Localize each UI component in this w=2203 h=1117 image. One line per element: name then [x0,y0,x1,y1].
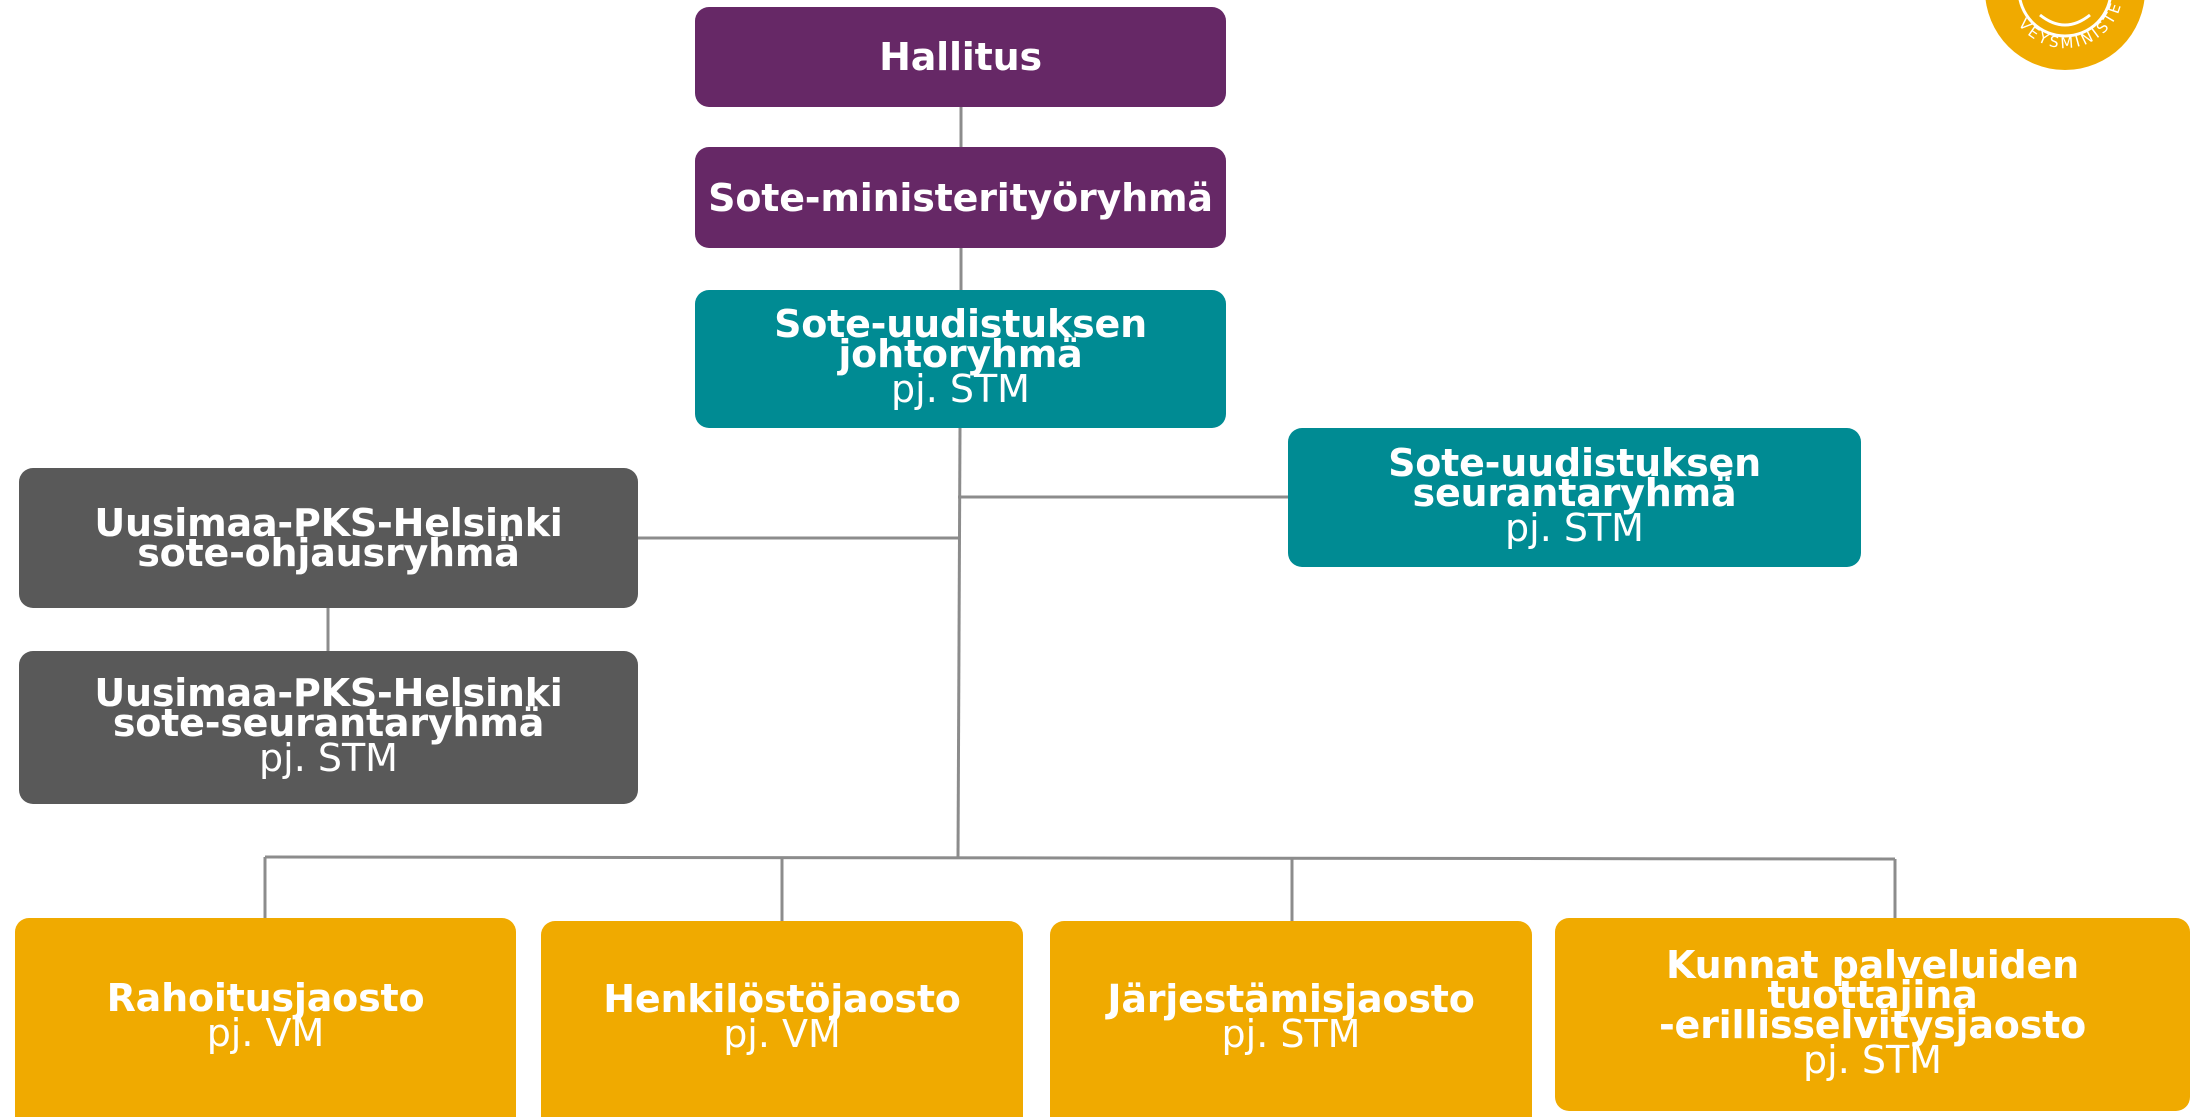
node-title-line: seurantaryhmä [1412,470,1737,515]
node-title-line: sote-ohjausryhmä [137,531,520,575]
node-rahoitusjaosto: Rahoitusjaosto pj. VM [15,918,516,1117]
node-sote-ministerityoryhma: Sote-ministerityöryhmä [695,147,1226,248]
connector-bottom-bar [264,855,1896,861]
node-title-line: Sote-uudistuksen [774,302,1147,346]
node-title-line: sote-seurantaryhmä [112,700,545,745]
node-title-line: Uusimaa-PKS-Helsinki [94,670,563,715]
node-title: Järjestämisjaosto [1107,977,1475,1021]
node-chair: pj. VM [206,1010,325,1055]
node-title-line: Sote-ministerityöryhmä [708,175,1213,220]
node-sote-johtoryhma: Sote-uudistuksen johtoryhmä pj. STM [695,290,1226,428]
node-uusimaa-seurantaryhma: Uusimaa-PKS-Helsinki sote-seurantaryhmä … [19,651,638,804]
node-title-line: Uusimaa-PKS-Helsinki [94,501,563,545]
node-chair: pj. STM [1505,505,1644,550]
node-title-line: -erillisselvitysjaosto [1658,1002,2087,1047]
node-sote-seurantaryhma: Sote-uudistuksen seurantaryhmä pj. STM [1288,428,1861,567]
node-uusimaa-ohjausryhma: Uusimaa-PKS-Helsinki sote-ohjausryhmä [19,468,638,608]
node-title: Kunnat palveluiden tuottajina -erillisse… [1658,942,2087,1047]
node-title: Sote-ministerityöryhmä [708,175,1213,220]
node-title-line: johtoryhmä [838,332,1083,376]
node-title: Sote-uudistuksen seurantaryhmä [1388,440,1761,515]
node-title-line: Sote-uudistuksen [1388,440,1761,485]
node-hallitus: Hallitus [695,7,1226,107]
node-title-line: tuottajina [1767,972,1978,1017]
node-title: Henkilöstöjaosto [603,977,961,1021]
node-title-line: Järjestämisjaosto [1107,977,1475,1021]
node-title: Sote-uudistuksen johtoryhmä [774,302,1147,376]
node-kunnat-erillisselvitysjaosto: Kunnat palveluiden tuottajina -erillisse… [1555,918,2190,1111]
node-chair: pj. STM [259,735,398,780]
node-henkilostojaosto: Henkilöstöjaosto pj. VM [541,921,1023,1117]
node-title: Rahoitusjaosto [106,975,425,1020]
connector-trunk [956,427,962,859]
node-title: Uusimaa-PKS-Helsinki sote-seurantaryhmä [94,670,563,745]
node-chair: pj. STM [1221,1012,1361,1056]
node-chair: pj. VM [723,1012,841,1056]
node-chair: pj. STM [891,367,1030,411]
node-chair: pj. STM [1803,1037,1942,1082]
logo-emblem-icon: VEYSMINISTE [2015,0,2126,52]
logo-text: VEYSMINISTE [2015,0,2123,52]
node-title-line: Henkilöstöjaosto [603,977,961,1021]
node-title-line: Rahoitusjaosto [106,975,425,1020]
node-jarjestamisjaosto: Järjestämisjaosto pj. STM [1050,921,1532,1117]
node-title-line: Hallitus [879,35,1042,79]
svg-text:VEYSMINISTE: VEYSMINISTE [2015,0,2126,52]
node-title-line: Kunnat palveluiden [1666,942,2079,987]
node-title: Uusimaa-PKS-Helsinki sote-ohjausryhmä [94,501,563,575]
node-title: Hallitus [879,35,1042,79]
